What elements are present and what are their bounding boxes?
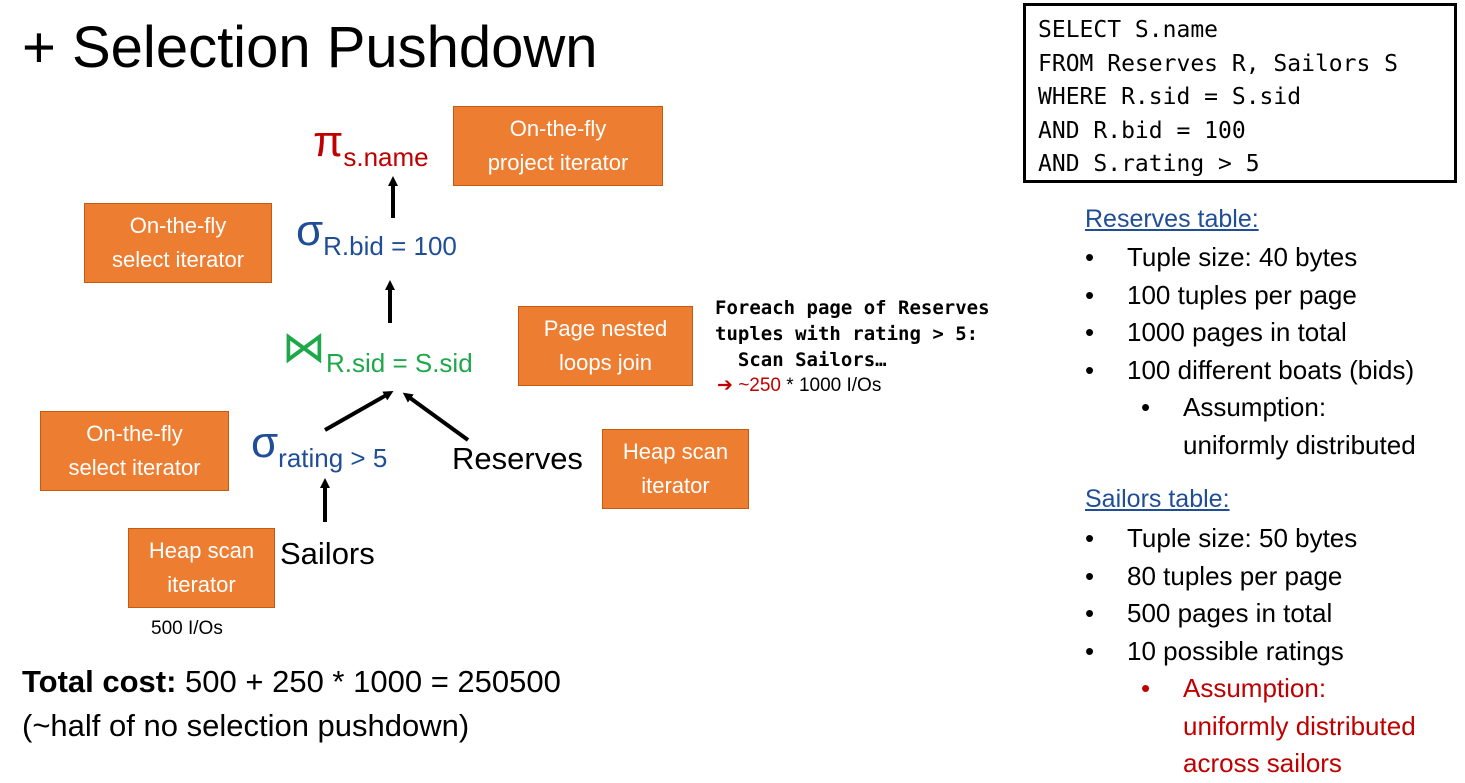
list-item-text: 80 tuples per page <box>1127 560 1343 591</box>
reserves-relation: Reserves <box>452 441 583 476</box>
join-note-line: Scan Sailors… <box>715 349 887 371</box>
sailors-table-heading: Sailors table: <box>1085 485 1230 513</box>
total-cost: Total cost: 500 + 250 * 1000 = 250500 <box>22 664 561 700</box>
bullet: • <box>1141 673 1151 703</box>
total-cost-label: Total cost: <box>22 664 177 699</box>
join-cost-estimate: ~250 <box>738 375 781 396</box>
box-line: On-the-fly <box>86 421 183 446</box>
list-item: • 10 possible ratings <box>1085 633 1460 671</box>
list-item: • 500 pages in total <box>1085 595 1460 633</box>
sql-line: WHERE R.sid = S.sid <box>1038 84 1302 110</box>
join-operator: ⋈R.sid = S.sid <box>282 322 473 378</box>
join-note-line: Foreach page of Reserves <box>715 297 990 319</box>
heap-scan-reserves-box: Heap scan iterator <box>602 429 749 509</box>
box-line: loops join <box>559 350 652 375</box>
list-item: • Tuple size: 40 bytes <box>1085 239 1460 277</box>
select-iterator-box-top: On-the-fly select iterator <box>84 203 272 283</box>
list-item-text: 1000 pages in total <box>1127 317 1347 347</box>
pi-symbol: π <box>313 117 344 166</box>
reserves-table-list: • Tuple size: 40 bytes • 100 tuples per pa… <box>1085 239 1460 464</box>
list-item-text: Tuple size: 40 bytes <box>1127 242 1358 272</box>
box-line: Page nested <box>543 316 668 341</box>
list-item-text: 500 pages in total <box>1127 598 1333 628</box>
right-arrow-icon: ➔ <box>717 375 733 396</box>
arrow-reserves-to-join <box>402 392 470 442</box>
select-bottom-subscript: rating > 5 <box>278 443 388 473</box>
list-item-text: 100 different boats (bids) <box>1127 354 1415 385</box>
page-title: + Selection Pushdown <box>22 15 598 80</box>
sailors-table-list: • Tuple size: 50 bytes • 80 tuples per pag… <box>1085 520 1460 783</box>
sailors-relation: Sailors <box>280 536 375 571</box>
join-cost-rest: * 1000 I/Os <box>781 375 882 396</box>
join-subscript: R.sid = S.sid <box>326 348 473 378</box>
heap-scan-sailors-box: Heap scan iterator <box>128 528 275 608</box>
box-line: On-the-fly <box>509 116 607 141</box>
sql-line: SELECT S.name <box>1038 17 1219 43</box>
list-item-text: across sailors <box>1183 748 1342 778</box>
sailors-io-label: 500 I/Os <box>151 618 223 639</box>
sql-line: AND S.rating > 5 <box>1038 151 1260 177</box>
select-operator-top: σR.bid = 100 <box>296 206 457 261</box>
box-line: select iterator <box>68 455 201 480</box>
reserves-table-heading: Reserves table: <box>1085 205 1259 233</box>
box-line: On-the-fly <box>129 213 227 238</box>
total-cost-note: (~half of no selection pushdown) <box>22 708 470 743</box>
list-item: • 100 tuples per page <box>1085 277 1460 315</box>
sigma-symbol: σ <box>296 206 324 255</box>
box-line: select iterator <box>111 247 245 272</box>
bullet: • <box>1085 635 1095 666</box>
list-item-text: Assumption: <box>1183 673 1327 703</box>
total-cost-value: 500 + 250 * 1000 = 250500 <box>176 664 561 699</box>
bullet: • <box>1085 598 1095 628</box>
list-subitem-cont: across sailors <box>1085 745 1460 783</box>
list-item-text: Assumption: <box>1183 392 1327 422</box>
sql-line: FROM Reserves R, Sailors S <box>1038 50 1399 77</box>
list-item-text: 100 tuples per page <box>1127 279 1357 310</box>
arrow-rating-to-join <box>324 391 394 432</box>
join-note-line: tuples with rating > 5: <box>715 323 979 345</box>
list-subitem-cont: uniformly distributed <box>1085 427 1460 465</box>
bullet: • <box>1085 354 1095 385</box>
list-item: • 80 tuples per page <box>1085 558 1460 596</box>
list-item-text: Tuple size: 50 bytes <box>1127 523 1358 553</box>
list-subitem: • Assumption: <box>1085 670 1460 708</box>
sql-line: AND R.bid = 100 <box>1038 117 1246 144</box>
select-operator-bottom: σrating > 5 <box>251 418 387 473</box>
list-subitem-cont: uniformly distributed <box>1085 708 1460 746</box>
join-note: Foreach page of Reserves tuples with rat… <box>715 295 990 373</box>
list-item: • Tuple size: 50 bytes <box>1085 520 1460 558</box>
bullet: • <box>1085 242 1095 272</box>
list-item: • 1000 pages in total <box>1085 314 1460 352</box>
bullet: • <box>1085 560 1095 591</box>
project-iterator-box: On-the-fly project iterator <box>453 106 663 186</box>
join-iterator-box: Page nested loops join <box>518 306 693 386</box>
box-line: Heap scan <box>622 439 729 464</box>
box-line: project iterator <box>487 150 629 175</box>
bullet: • <box>1085 317 1095 347</box>
box-line: iterator <box>167 572 236 597</box>
projection-subscript: s.name <box>343 142 429 172</box>
projection-operator: πs.name <box>313 117 429 172</box>
list-item-text: 10 possible ratings <box>1127 635 1344 666</box>
bullet: • <box>1141 392 1151 422</box>
join-cost: ➔ ~250 * 1000 I/Os <box>717 374 881 397</box>
list-subitem: • Assumption: <box>1085 389 1460 427</box>
list-item-text: uniformly distributed <box>1183 429 1416 460</box>
sigma-symbol: σ <box>251 418 279 467</box>
list-item: • 100 different boats (bids) <box>1085 352 1460 390</box>
box-line: Heap scan <box>148 538 255 563</box>
list-item-text: uniformly distributed <box>1183 710 1416 741</box>
select-top-subscript: R.bid = 100 <box>323 231 457 261</box>
select-iterator-box-bottom: On-the-fly select iterator <box>40 411 229 491</box>
bullet: • <box>1085 523 1095 553</box>
bullet: • <box>1085 279 1095 310</box>
join-symbol: ⋈ <box>282 323 326 372</box>
box-line: iterator <box>641 473 710 498</box>
sql-query-box: SELECT S.name FROM Reserves R, Sailors S… <box>1023 3 1457 183</box>
